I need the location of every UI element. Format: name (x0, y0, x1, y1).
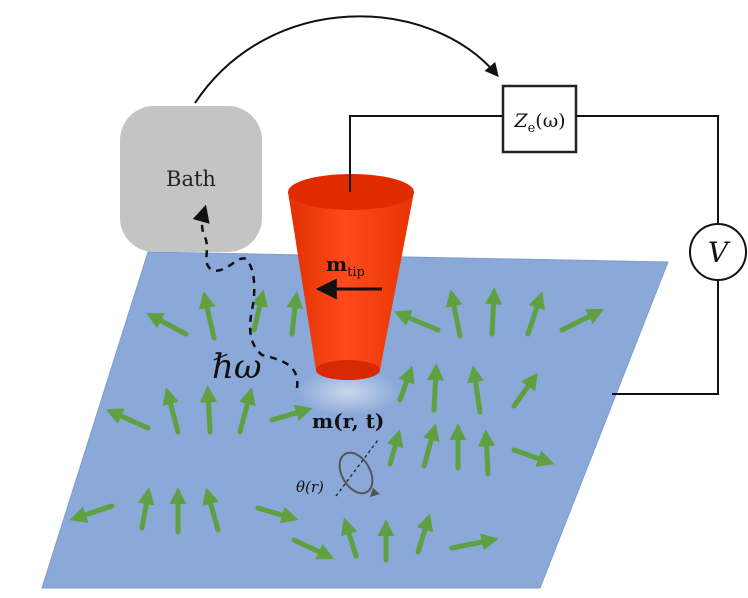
tip-glow (296, 368, 400, 416)
spin-arrow-field (69, 287, 605, 563)
spin-arrow (421, 423, 440, 469)
spin-arrow (269, 404, 313, 423)
spin-arrow (397, 365, 415, 403)
spin-arrow (449, 533, 499, 551)
tip-bottom (316, 360, 380, 380)
precession-icon (335, 439, 380, 497)
spin-arrow (387, 429, 404, 467)
spin-arrow (237, 387, 256, 435)
spin-arrow (69, 503, 115, 523)
spin-arrow (511, 372, 538, 409)
voltmeter-circle (689, 223, 747, 281)
spin-arrow (105, 408, 151, 431)
magnetic-surface (41, 251, 669, 589)
spin-arrow (202, 487, 221, 533)
energy-exchange-path (192, 204, 299, 389)
spin-arrow (393, 310, 441, 333)
spin-arrow (286, 291, 304, 337)
spin-arrow (137, 487, 155, 531)
spin-arrow (251, 289, 268, 333)
tip-cone (288, 192, 414, 380)
spin-arrow (200, 385, 217, 435)
spin-arrow (415, 513, 434, 555)
impedance-box (501, 84, 578, 154)
bath-box (120, 106, 262, 252)
impedance-label: Ze(ω) (513, 110, 565, 136)
spin-arrow (467, 365, 484, 415)
voltmeter-label: V (708, 236, 731, 269)
spin-arrow (198, 291, 217, 341)
magnetization-label: m(r, t) (312, 409, 384, 433)
spin-arrow (340, 517, 359, 559)
spin-arrow (445, 289, 463, 339)
spin-arrow (511, 447, 555, 467)
angle-label: θ(r) (296, 478, 324, 496)
circuit-wire-bottom (612, 280, 719, 395)
spin-arrow (291, 537, 335, 560)
spin-arrow (145, 312, 189, 337)
spin-arrow (559, 308, 605, 333)
spin-arrow (478, 429, 496, 477)
tip-moment-label: mtip (326, 252, 365, 280)
circuit-wire-right (576, 115, 719, 224)
energy-quantum-label: ℏω (212, 347, 262, 387)
spin-arrow (162, 387, 181, 435)
spin-arrow (485, 287, 502, 337)
coupling-arrow (194, 15, 499, 104)
spin-arrow (427, 363, 444, 413)
spin-arrow (255, 505, 299, 524)
spin-arrow (525, 291, 545, 337)
bath-label: Bath (166, 167, 216, 191)
